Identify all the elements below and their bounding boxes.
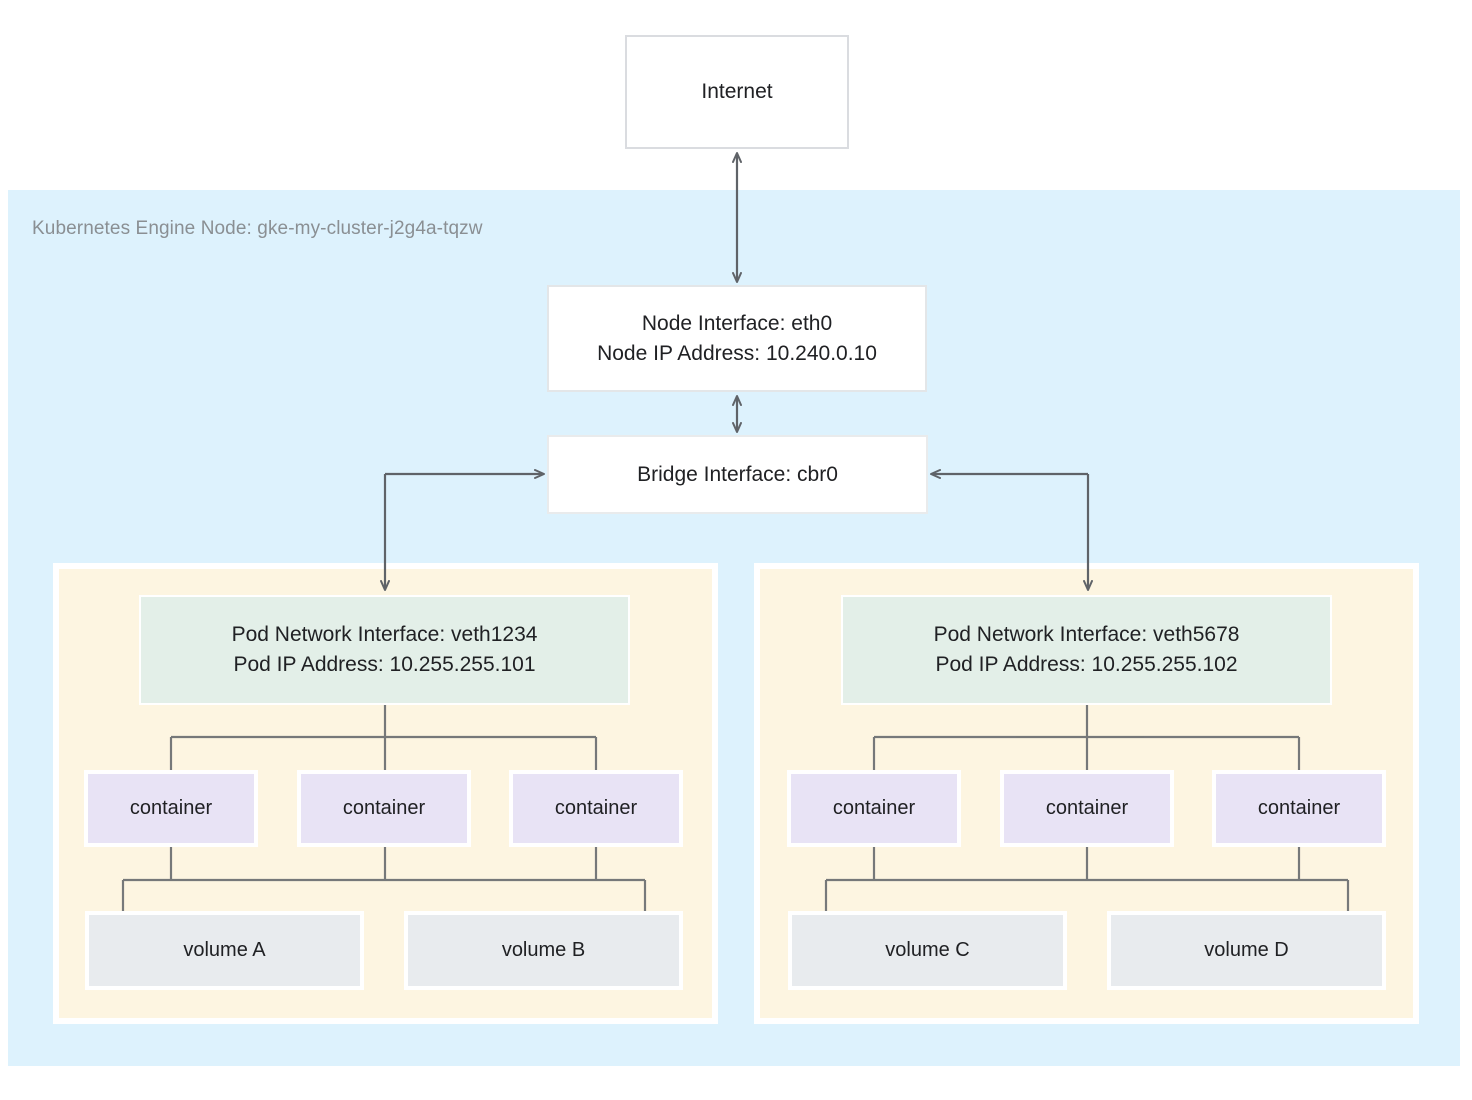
internet-box: Internet: [625, 35, 849, 149]
internet-label: Internet: [701, 80, 773, 104]
container-label: container: [129, 797, 213, 820]
bridge-interface-box: Bridge Interface: cbr0: [547, 435, 928, 514]
volume-label: volume C: [885, 939, 970, 962]
pod-2-interface-name: Pod Network Interface: veth5678: [933, 623, 1240, 647]
volume-label: volume A: [183, 939, 266, 962]
pod-1-container-2: container: [297, 770, 471, 847]
container-label: container: [832, 797, 916, 820]
bridge-interface-label: Bridge Interface: cbr0: [637, 462, 838, 486]
pod-1-volume-a: volume A: [85, 911, 364, 990]
node-interface-name: Node Interface: eth0: [641, 311, 833, 335]
kubernetes-node-label: Kubernetes Engine Node: gke-my-cluster-j…: [32, 218, 483, 239]
pod-1-container-3: container: [509, 770, 683, 847]
node-interface-box: Node Interface: eth0 Node IP Address: 10…: [547, 285, 927, 392]
volume-label: volume D: [1204, 939, 1289, 962]
container-label: container: [1257, 797, 1341, 820]
pod-2-volume-d: volume D: [1107, 911, 1386, 990]
pod-1-interface-name: Pod Network Interface: veth1234: [231, 623, 538, 647]
pod-2-container-2: container: [1000, 770, 1174, 847]
pod-2-network-interface-box: Pod Network Interface: veth5678 Pod IP A…: [841, 595, 1332, 705]
pod-1-container-1: container: [84, 770, 258, 847]
node-ip-address: Node IP Address: 10.240.0.10: [597, 341, 877, 365]
pod-2-volume-c: volume C: [788, 911, 1067, 990]
pod-2-ip-address: Pod IP Address: 10.255.255.102: [935, 653, 1238, 676]
volume-label: volume B: [501, 939, 586, 962]
pod1-internal-connectors: [121, 705, 647, 911]
pod-1-ip-address: Pod IP Address: 10.255.255.101: [233, 653, 536, 676]
pod-2-container-1: container: [787, 770, 961, 847]
container-label: container: [554, 797, 638, 820]
pod2-internal-connectors: [824, 705, 1350, 911]
container-label: container: [342, 797, 426, 820]
container-label: container: [1045, 797, 1129, 820]
pod-1-network-interface-box: Pod Network Interface: veth1234 Pod IP A…: [139, 595, 630, 705]
pod-2-container-3: container: [1212, 770, 1386, 847]
pod-1-volume-b: volume B: [404, 911, 683, 990]
